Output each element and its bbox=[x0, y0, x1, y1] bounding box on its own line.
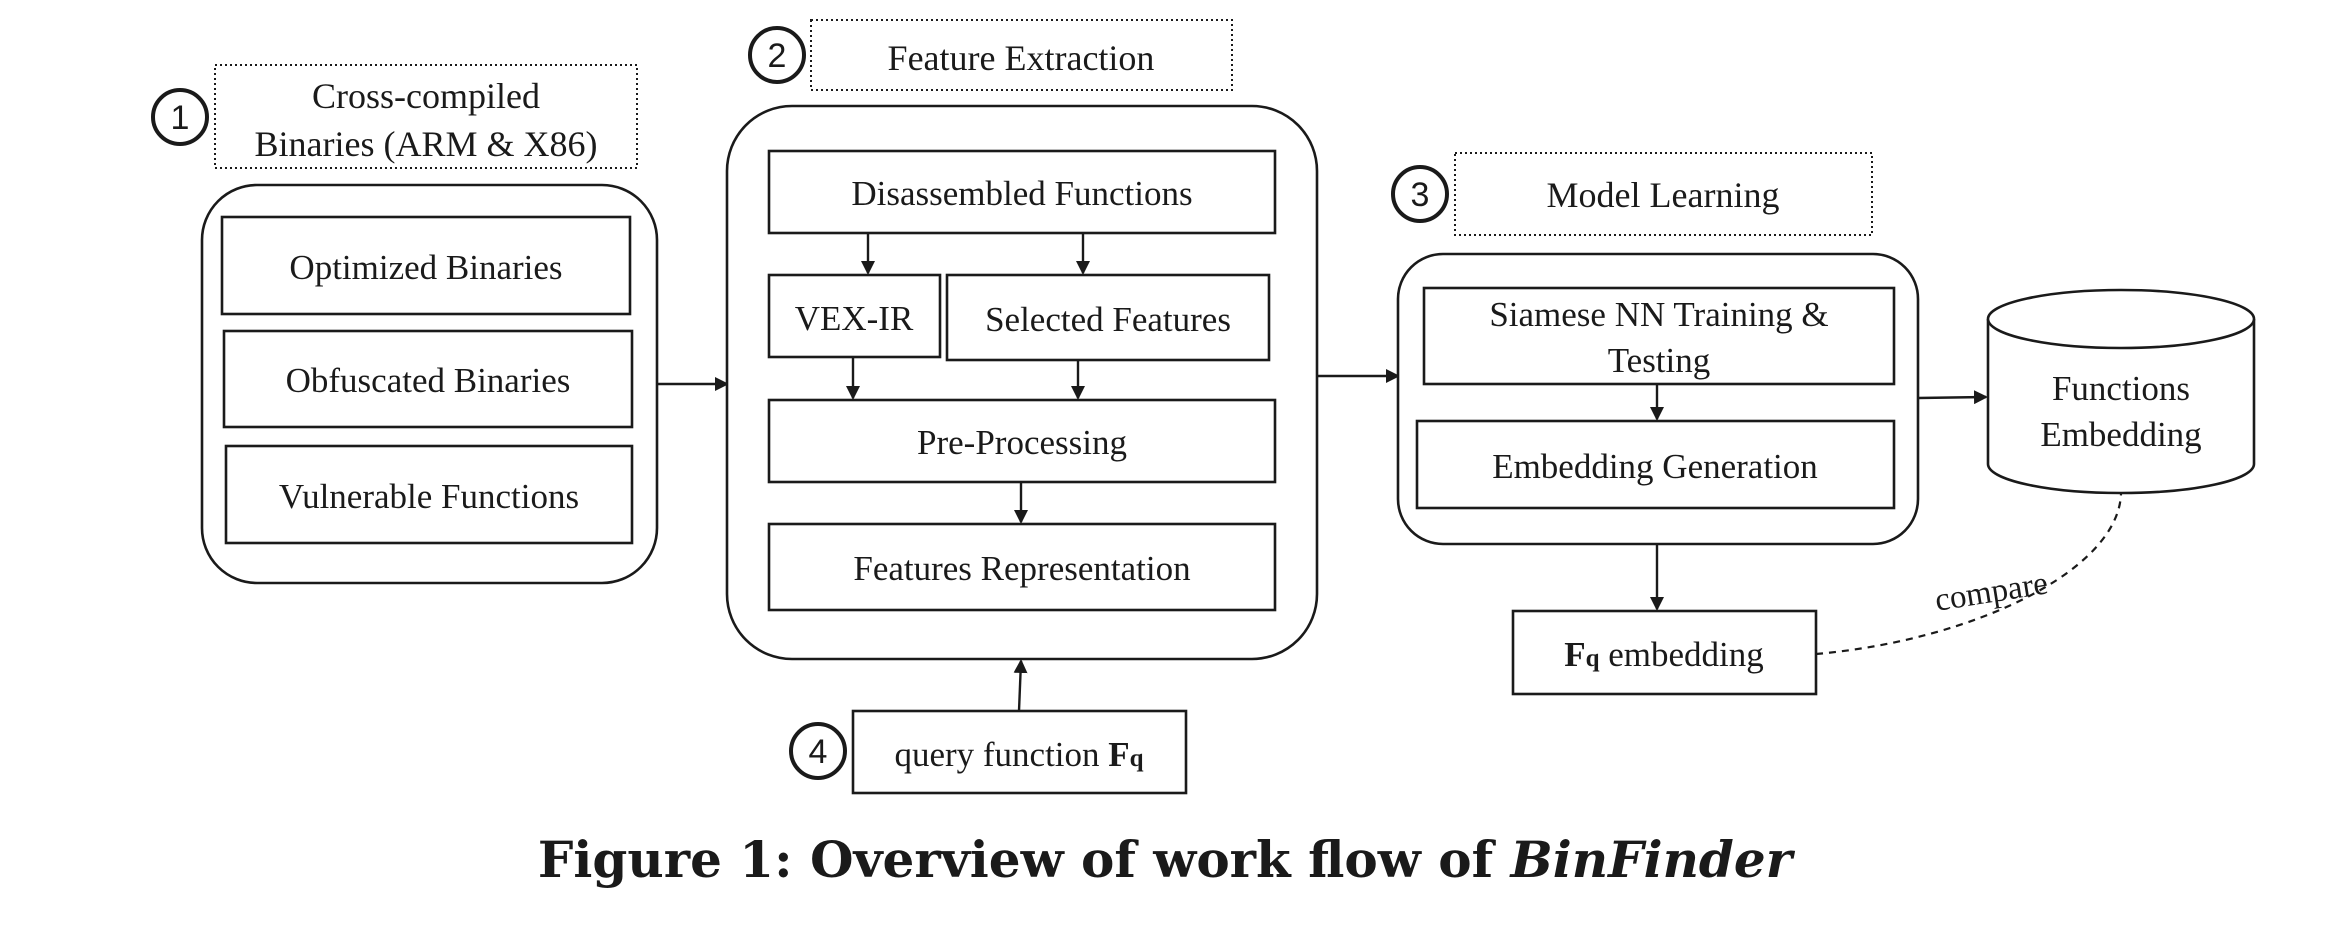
embedding-generation-label: Embedding Generation bbox=[1492, 447, 1818, 486]
siamese-training-line2: Testing bbox=[1608, 341, 1711, 380]
vexir-box bbox=[767, 273, 942, 359]
query-function-label: query function Fq bbox=[894, 735, 1143, 774]
step4-number-circle bbox=[789, 722, 847, 780]
step4-group: 4 query function Fq bbox=[789, 709, 1188, 795]
step3-number: 3 bbox=[1411, 176, 1430, 214]
step2-title-box bbox=[810, 19, 1233, 91]
caption-prefix: Figure 1: Overview of work flow of bbox=[537, 830, 1511, 889]
workflow-diagram: 1 Cross-compiled Binaries (ARM & X86) Op… bbox=[151, 19, 2256, 795]
step2-title: Feature Extraction bbox=[888, 38, 1155, 78]
selected-features-label: Selected Features bbox=[985, 300, 1231, 339]
disassembled-functions-label: Disassembled Functions bbox=[851, 174, 1192, 213]
preprocessing-box bbox=[767, 398, 1277, 484]
fq-embedding-symbol: F bbox=[1564, 635, 1585, 674]
step1-title-box bbox=[214, 64, 638, 169]
step1-group: 1 Cross-compiled Binaries (ARM & X86) Op… bbox=[151, 64, 659, 585]
functions-embedding-database: Functions Embedding bbox=[1986, 288, 2256, 495]
fq-embedding: Fq embedding bbox=[1511, 609, 1818, 696]
step3-number-circle bbox=[1391, 165, 1449, 223]
preprocessing-label: Pre-Processing bbox=[917, 423, 1127, 462]
arrow-query-to-step2 bbox=[1013, 659, 1028, 712]
features-representation-box bbox=[767, 522, 1277, 612]
step4-number: 4 bbox=[809, 733, 828, 771]
features-representation-label: Features Representation bbox=[853, 549, 1190, 588]
siamese-training-line1: Siamese NN Training & bbox=[1489, 295, 1828, 334]
fq-embedding-subscript: q bbox=[1586, 645, 1600, 672]
arrow-step3-to-database bbox=[1917, 390, 1988, 405]
query-function-symbol: F bbox=[1108, 735, 1129, 774]
vulnerable-functions-box bbox=[224, 444, 634, 545]
obfuscated-binaries-label: Obfuscated Binaries bbox=[286, 361, 571, 400]
selected-features-box bbox=[945, 273, 1271, 362]
fq-embedding-label: Fq embedding bbox=[1564, 635, 1764, 674]
step2-group: 2 Feature Extraction Disassembled Functi… bbox=[725, 19, 1319, 661]
step2-number-circle bbox=[748, 26, 806, 84]
step3-title-box bbox=[1454, 152, 1873, 236]
step1-number: 1 bbox=[171, 99, 190, 137]
step3-title: Model Learning bbox=[1547, 175, 1780, 215]
step1-number-circle bbox=[151, 88, 209, 146]
compare-label: compare bbox=[1933, 565, 2051, 618]
optimized-binaries-label: Optimized Binaries bbox=[289, 248, 562, 287]
database-label-line1: Functions bbox=[2052, 369, 2190, 408]
query-function-prefix: query function bbox=[894, 735, 1108, 774]
siamese-training-box bbox=[1422, 286, 1896, 386]
step1-title-line2: Binaries (ARM & X86) bbox=[255, 124, 598, 164]
database-label-line2: Embedding bbox=[2040, 415, 2201, 454]
query-function-subscript: q bbox=[1130, 745, 1144, 772]
database-body bbox=[1986, 319, 2256, 495]
step2-number: 2 bbox=[768, 37, 787, 75]
query-function-box bbox=[851, 709, 1188, 795]
optimized-binaries-box bbox=[220, 215, 632, 316]
vexir-label: VEX-IR bbox=[795, 299, 914, 338]
obfuscated-binaries-box bbox=[222, 329, 634, 429]
step1-title-line1: Cross-compiled bbox=[312, 76, 540, 116]
database-top bbox=[1986, 288, 2256, 350]
caption-name: BinFinder bbox=[1510, 830, 1793, 889]
disassembled-functions-box bbox=[767, 149, 1277, 235]
step3-group: 3 Model Learning Siamese NN Training & T… bbox=[1391, 152, 1920, 546]
fq-embedding-box bbox=[1511, 609, 1818, 696]
step2-container bbox=[725, 104, 1319, 661]
figure-caption: Figure 1: Overview of work flow of BinFi… bbox=[0, 835, 2330, 885]
fq-embedding-suffix: embedding bbox=[1600, 635, 1764, 674]
vulnerable-functions-label: Vulnerable Functions bbox=[279, 477, 579, 516]
embedding-generation-box bbox=[1415, 419, 1896, 510]
